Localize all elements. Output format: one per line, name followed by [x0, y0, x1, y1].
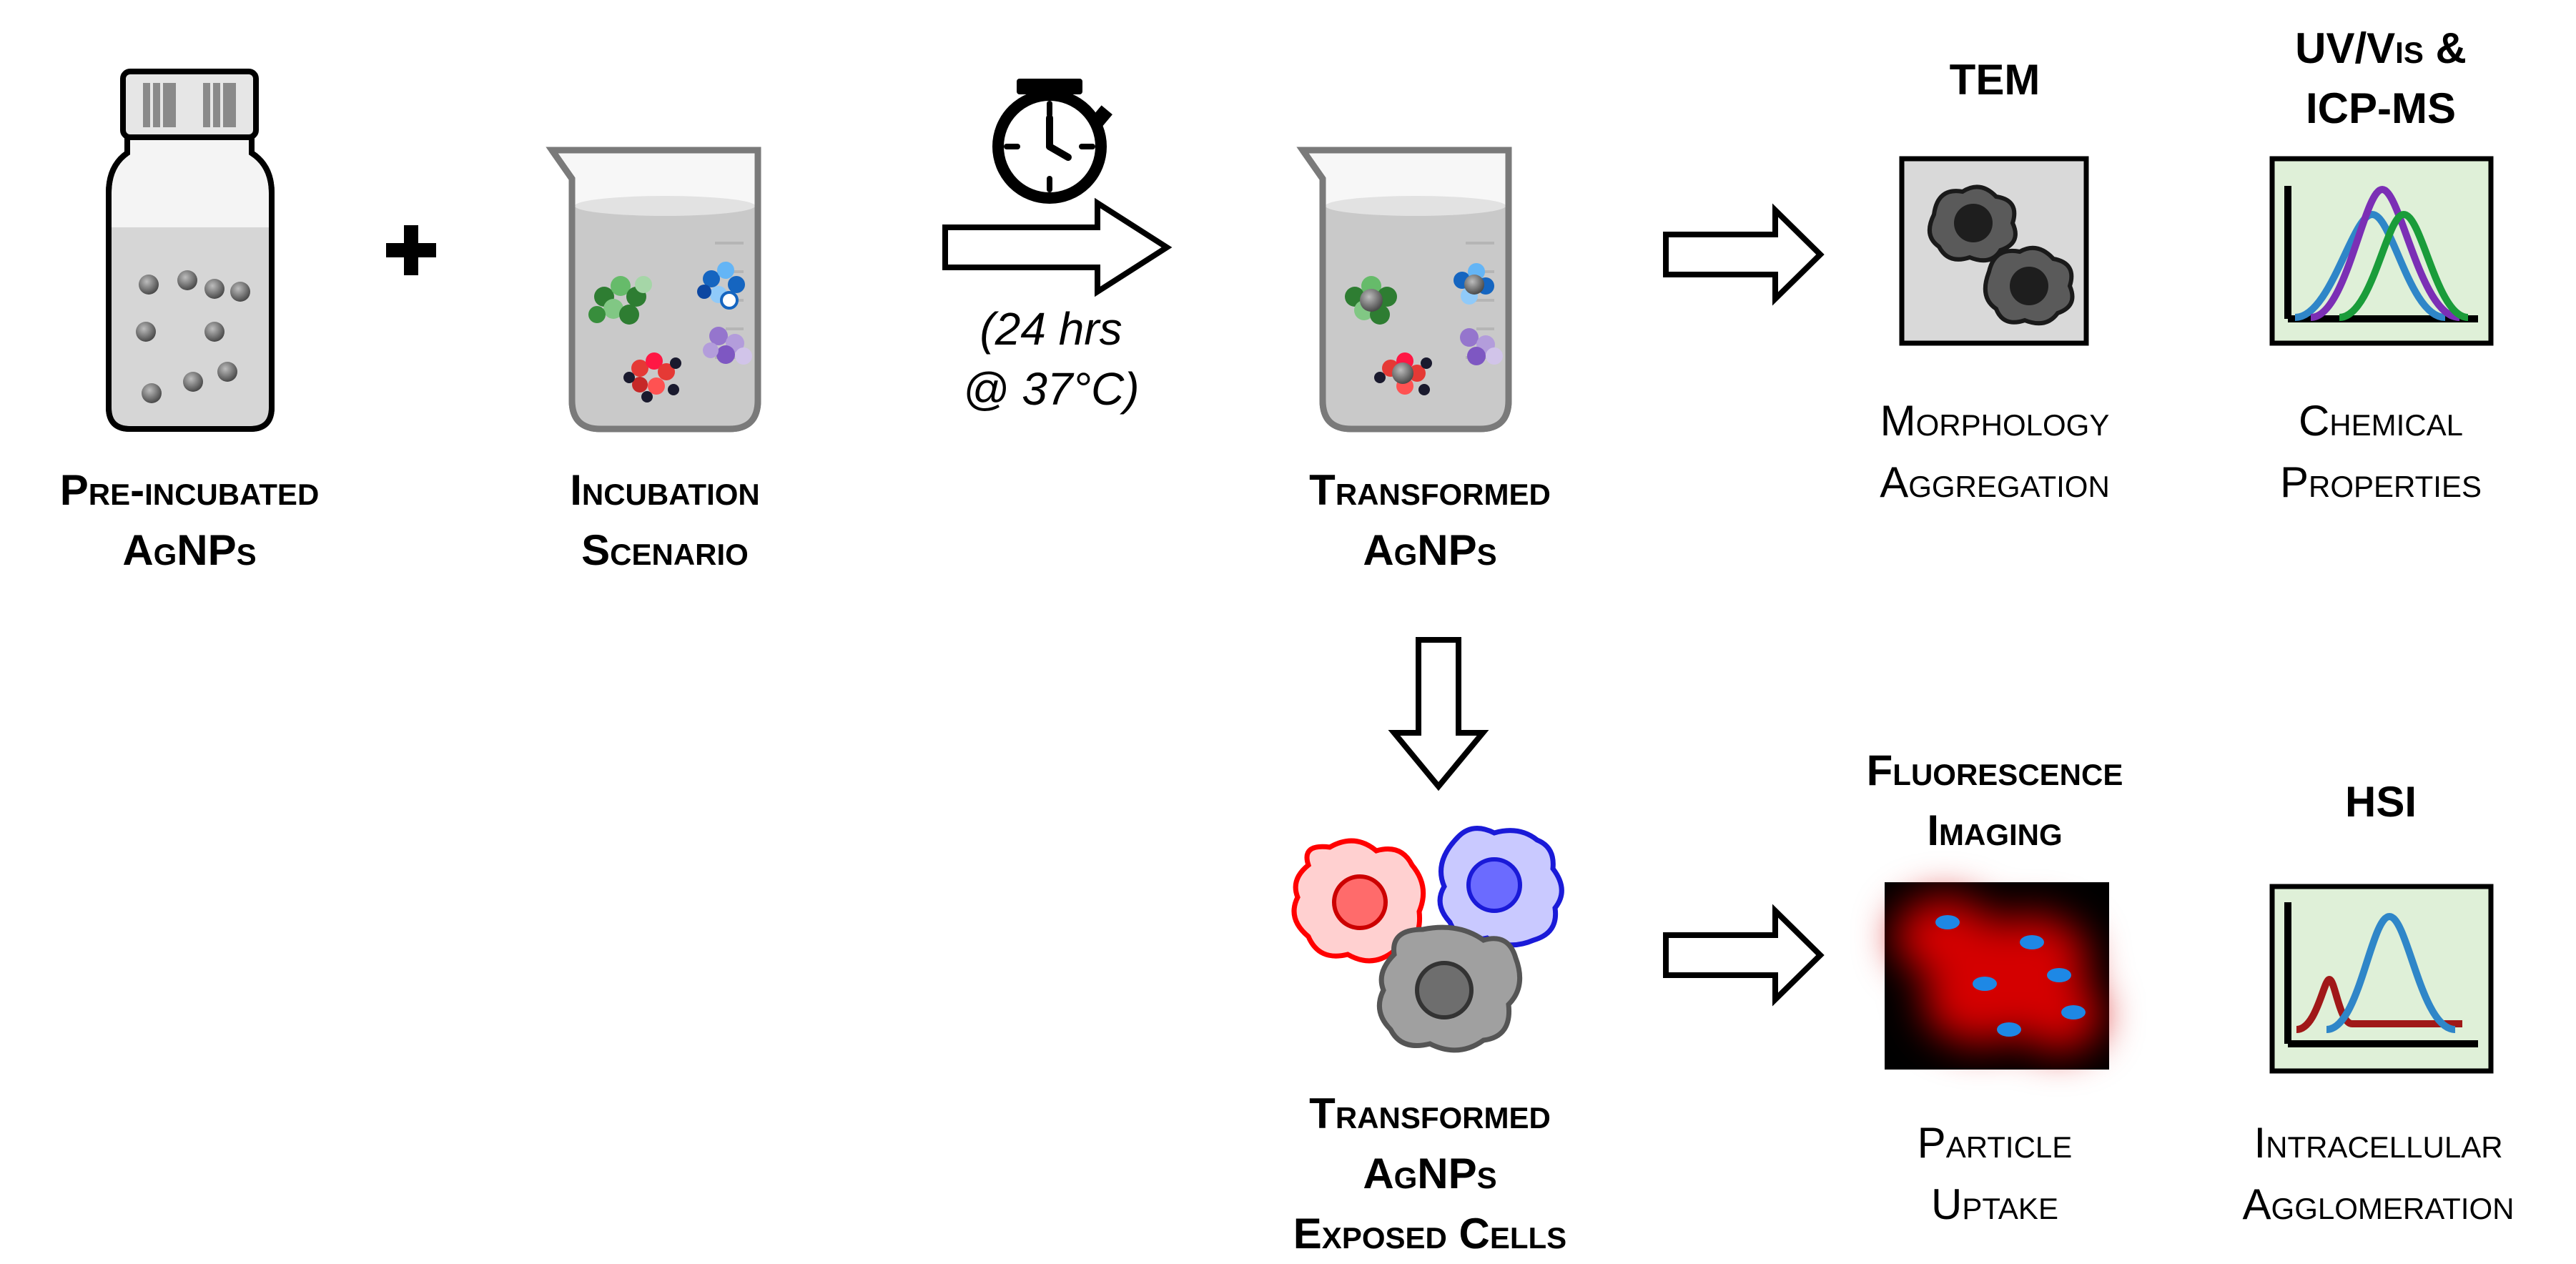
arrow-right-icon [942, 197, 1173, 297]
vial-icon [106, 69, 275, 432]
arrow-down-icon [1388, 637, 1489, 791]
pre-incubated-label: Pre-incubated AgNPs [59, 466, 320, 574]
incubation-condition-label: (24 hrs @ 37°C) [962, 303, 1140, 415]
hsi-description: Intracellular Agglomeration [2242, 1119, 2515, 1228]
fluorescence-title: Fluorescence Imaging [1866, 746, 2123, 854]
stopwatch-icon [992, 79, 1112, 204]
beaker-icon [1296, 147, 1512, 433]
uvvis-panel [2269, 156, 2494, 346]
exposed-cells-label: Transformed AgNPs Exposed Cells [1293, 1090, 1567, 1258]
fluorescence-panel [1885, 882, 2109, 1070]
tem-description: Morphology Aggregation [1880, 397, 2110, 506]
tem-title: TEM [1949, 56, 2040, 104]
arrow-right-icon [1663, 203, 1825, 306]
arrow-right-icon [1663, 904, 1825, 1007]
uvvis-title: UV/Vis & ICP-MS [2295, 24, 2467, 132]
plus-icon [386, 225, 436, 275]
incubation-scenario-label: Incubation Scenario [570, 466, 760, 574]
transformed-agnps-label: Transformed AgNPs [1309, 466, 1551, 574]
tem-panel [1899, 156, 2089, 346]
cells-icon [1291, 826, 1564, 1053]
hsi-panel [2269, 884, 2494, 1074]
fluorescence-description: Particle Uptake [1917, 1119, 2073, 1228]
hsi-title: HSI [2344, 778, 2417, 826]
beaker-icon [546, 147, 761, 433]
uvvis-description: Chemical Properties [2280, 397, 2482, 506]
